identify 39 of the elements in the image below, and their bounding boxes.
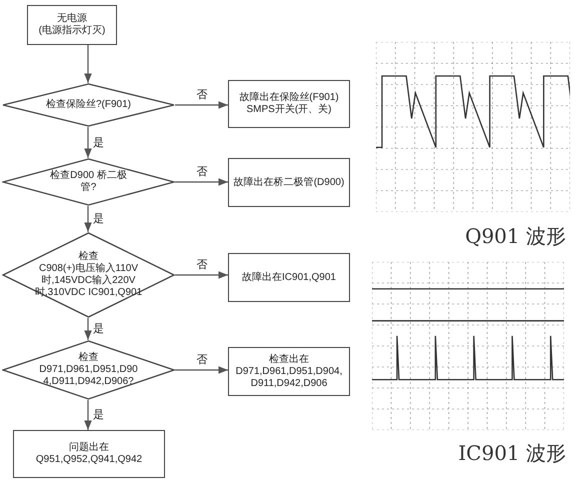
- edge-label: 是: [92, 409, 105, 420]
- arrow: [84, 318, 92, 340]
- node-text: (电源指示灯灭): [38, 25, 106, 37]
- node-text: Q951,Q952,Q941,Q942: [36, 454, 142, 466]
- node-text: D971,D961,D951,D904,D911,D942,D906?: [38, 364, 138, 388]
- edge-label: 是: [92, 136, 105, 148]
- node-text: 故障出在保险丝(F901) SMPS开关(开、关): [238, 92, 340, 116]
- process-box: [228, 253, 350, 302]
- arrow: [84, 400, 92, 430]
- edge-label: 是: [92, 213, 105, 224]
- node-text: 检查保险丝?(F901): [46, 99, 131, 111]
- arrow: [84, 206, 92, 232]
- node-text: 检查D900 桥二极管?: [49, 170, 128, 194]
- node-text: 故障出在桥二极管(D900): [234, 176, 344, 188]
- arrow: [84, 45, 92, 83]
- waveform-caption: IC901 波形: [458, 443, 566, 463]
- edge-label: 否: [196, 354, 208, 365]
- node-text: 检查: [78, 352, 98, 364]
- node-text: 检查出在: [269, 354, 309, 366]
- node-text: 问题出在: [69, 442, 109, 454]
- arrow: [175, 101, 228, 109]
- arrow: [84, 127, 92, 158]
- node-text: 检查: [78, 251, 98, 262]
- waveform-caption: Q901 波形: [465, 226, 566, 246]
- process-box: [228, 158, 350, 207]
- edge-label: 是: [92, 323, 105, 334]
- edge-label: 否: [196, 89, 208, 100]
- edge-label: 否: [196, 259, 208, 270]
- process-box: [13, 430, 165, 478]
- node-text: 故障出在IC901,Q901: [242, 272, 336, 284]
- process-box: [228, 80, 350, 128]
- process-box: [228, 347, 350, 396]
- node-text: D971,D961,D951,D904,D911,D942,D906: [234, 366, 344, 390]
- arrow: [175, 271, 228, 279]
- arrow: [175, 178, 228, 186]
- edge-label: 否: [196, 166, 208, 177]
- node-text: 无电源: [57, 13, 87, 24]
- arrow: [175, 366, 228, 374]
- process-box: [27, 5, 117, 45]
